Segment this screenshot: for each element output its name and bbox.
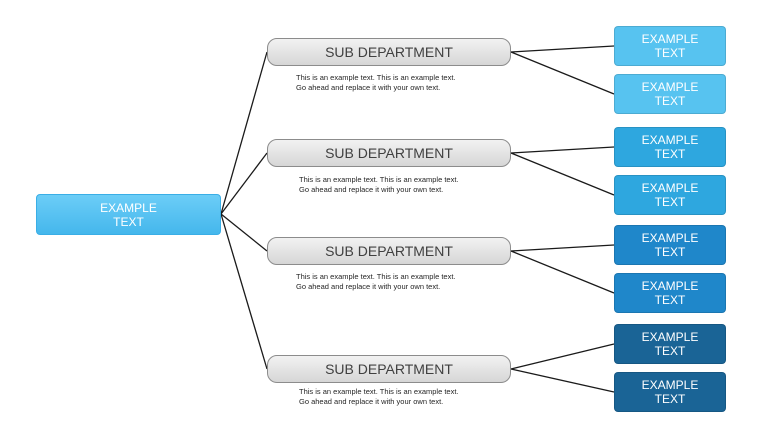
sub-department-4[interactable]: SUB DEPARTMENT bbox=[267, 355, 511, 383]
connector-dept-3-leaf-2 bbox=[510, 250, 615, 294]
sub-department-title: SUB DEPARTMENT bbox=[325, 243, 453, 259]
connector-dept-4-leaf-1 bbox=[510, 343, 615, 370]
sub-department-title: SUB DEPARTMENT bbox=[325, 145, 453, 161]
sub-department-3[interactable]: SUB DEPARTMENT bbox=[267, 237, 511, 265]
leaf-node-1-2[interactable]: EXAMPLE TEXT bbox=[614, 74, 726, 114]
leaf-node-4-1[interactable]: EXAMPLE TEXT bbox=[614, 324, 726, 364]
leaf-node-3-2[interactable]: EXAMPLE TEXT bbox=[614, 273, 726, 313]
leaf-node-3-1[interactable]: EXAMPLE TEXT bbox=[614, 225, 726, 265]
leaf-node-2-1[interactable]: EXAMPLE TEXT bbox=[614, 127, 726, 167]
leaf-node-2-2[interactable]: EXAMPLE TEXT bbox=[614, 175, 726, 215]
sub-department-description: This is an example text. This is an exam… bbox=[296, 272, 456, 291]
connector-root-dept-3 bbox=[220, 213, 268, 252]
leaf-node-1-1[interactable]: EXAMPLE TEXT bbox=[614, 26, 726, 66]
sub-department-description: This is an example text. This is an exam… bbox=[299, 387, 459, 406]
connector-root-dept-2 bbox=[220, 152, 268, 215]
connector-root-dept-1 bbox=[220, 51, 268, 215]
root-node[interactable]: EXAMPLE TEXT bbox=[36, 194, 221, 235]
connector-dept-1-leaf-1 bbox=[510, 45, 615, 53]
sub-department-1[interactable]: SUB DEPARTMENT bbox=[267, 38, 511, 66]
leaf-node-4-2[interactable]: EXAMPLE TEXT bbox=[614, 372, 726, 412]
sub-department-title: SUB DEPARTMENT bbox=[325, 44, 453, 60]
connector-dept-4-leaf-2 bbox=[510, 368, 615, 393]
connector-dept-1-leaf-2 bbox=[510, 51, 615, 95]
sub-department-title: SUB DEPARTMENT bbox=[325, 361, 453, 377]
connector-dept-2-leaf-1 bbox=[510, 146, 615, 154]
sub-department-2[interactable]: SUB DEPARTMENT bbox=[267, 139, 511, 167]
connector-dept-2-leaf-2 bbox=[510, 152, 615, 196]
sub-department-description: This is an example text. This is an exam… bbox=[299, 175, 459, 194]
sub-department-description: This is an example text. This is an exam… bbox=[296, 73, 456, 92]
connector-dept-3-leaf-1 bbox=[510, 244, 615, 252]
connector-root-dept-4 bbox=[220, 213, 268, 370]
